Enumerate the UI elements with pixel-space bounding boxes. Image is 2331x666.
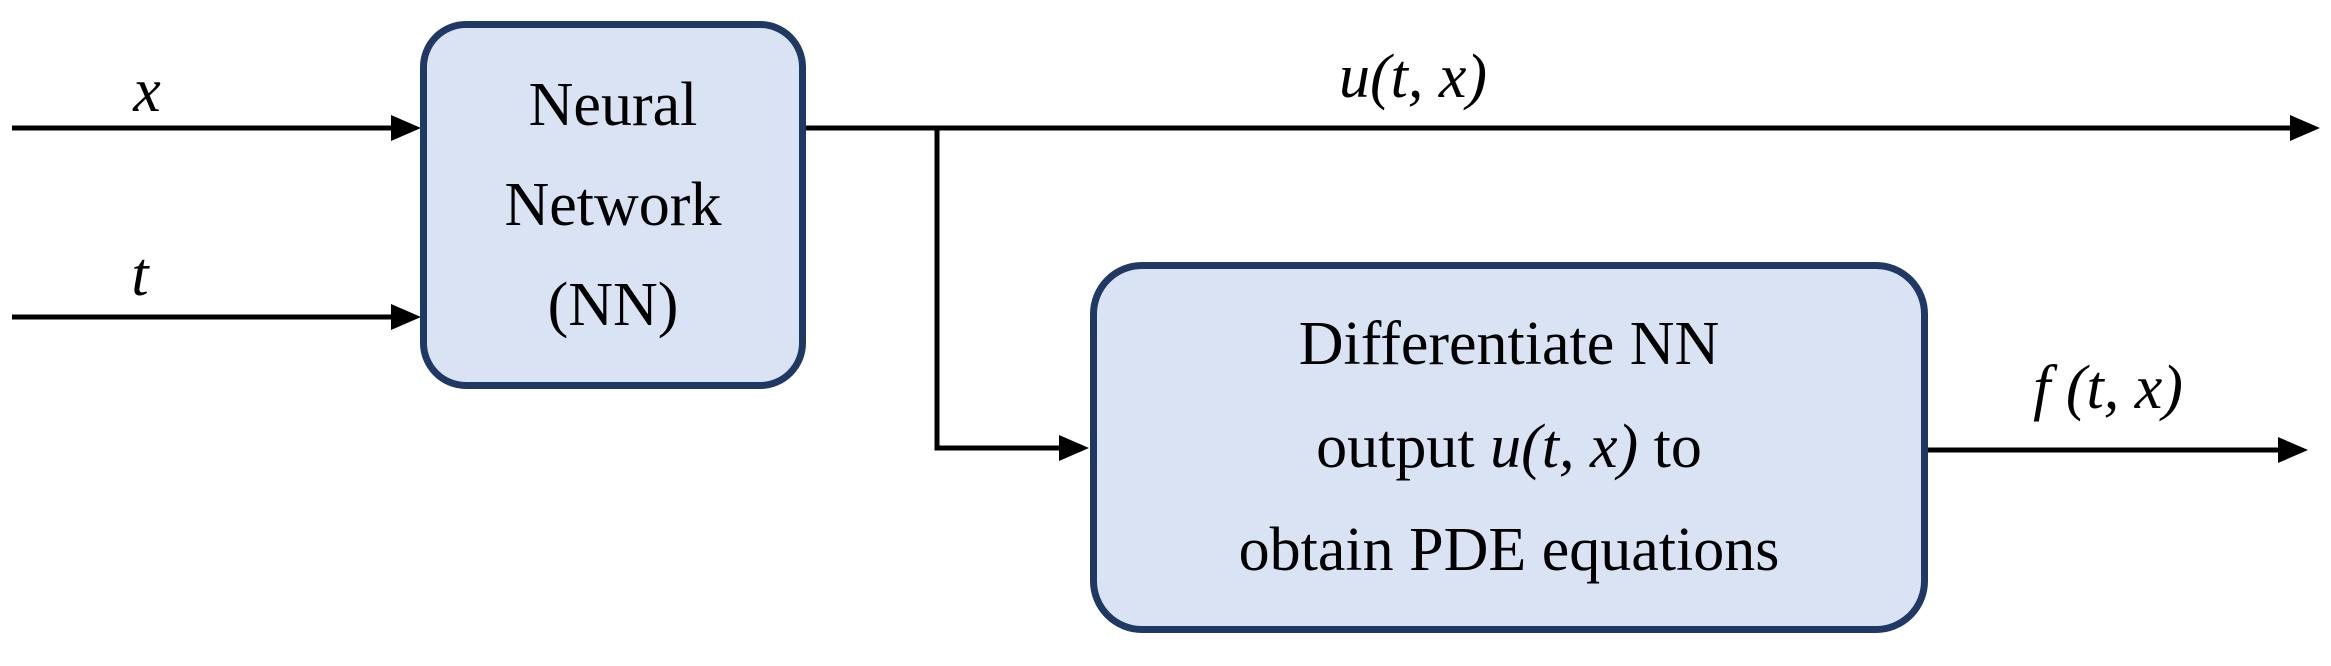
- f-output-arrowhead-icon: [2278, 437, 2308, 463]
- neural-network-box: Neural Network (NN): [420, 21, 806, 389]
- u-output-label: u(t, x): [1338, 43, 1488, 111]
- t-input-arrowhead-icon: [391, 304, 421, 330]
- nn-box-text-line1: Neural: [528, 71, 698, 139]
- t-input-label: t: [131, 241, 149, 309]
- diff-box-line2-math: u(t, x): [1490, 413, 1639, 481]
- diff-box-line2-suffix: to: [1638, 413, 1702, 481]
- nn-box-text-line2: Network: [504, 171, 722, 239]
- branch-connector-line: [934, 128, 1062, 451]
- diff-box-text-line1: Differentiate NN: [1298, 310, 1720, 378]
- nn-box-text-line3: (NN): [547, 271, 679, 339]
- diff-box-line2-prefix: output: [1316, 413, 1491, 481]
- x-input-label: x: [133, 57, 161, 125]
- f-output-label: f (t, x): [2033, 354, 2183, 422]
- branch-arrowhead-icon: [1059, 435, 1089, 461]
- diff-box-text-line2: output u(t, x) to: [1316, 396, 1702, 499]
- diff-box-text-line3: obtain PDE equations: [1238, 516, 1780, 584]
- x-input-arrowhead-icon: [391, 115, 421, 141]
- differentiate-box: Differentiate NN output u(t, x) to obtai…: [1090, 262, 1928, 633]
- u-output-arrowhead-icon: [2290, 115, 2320, 141]
